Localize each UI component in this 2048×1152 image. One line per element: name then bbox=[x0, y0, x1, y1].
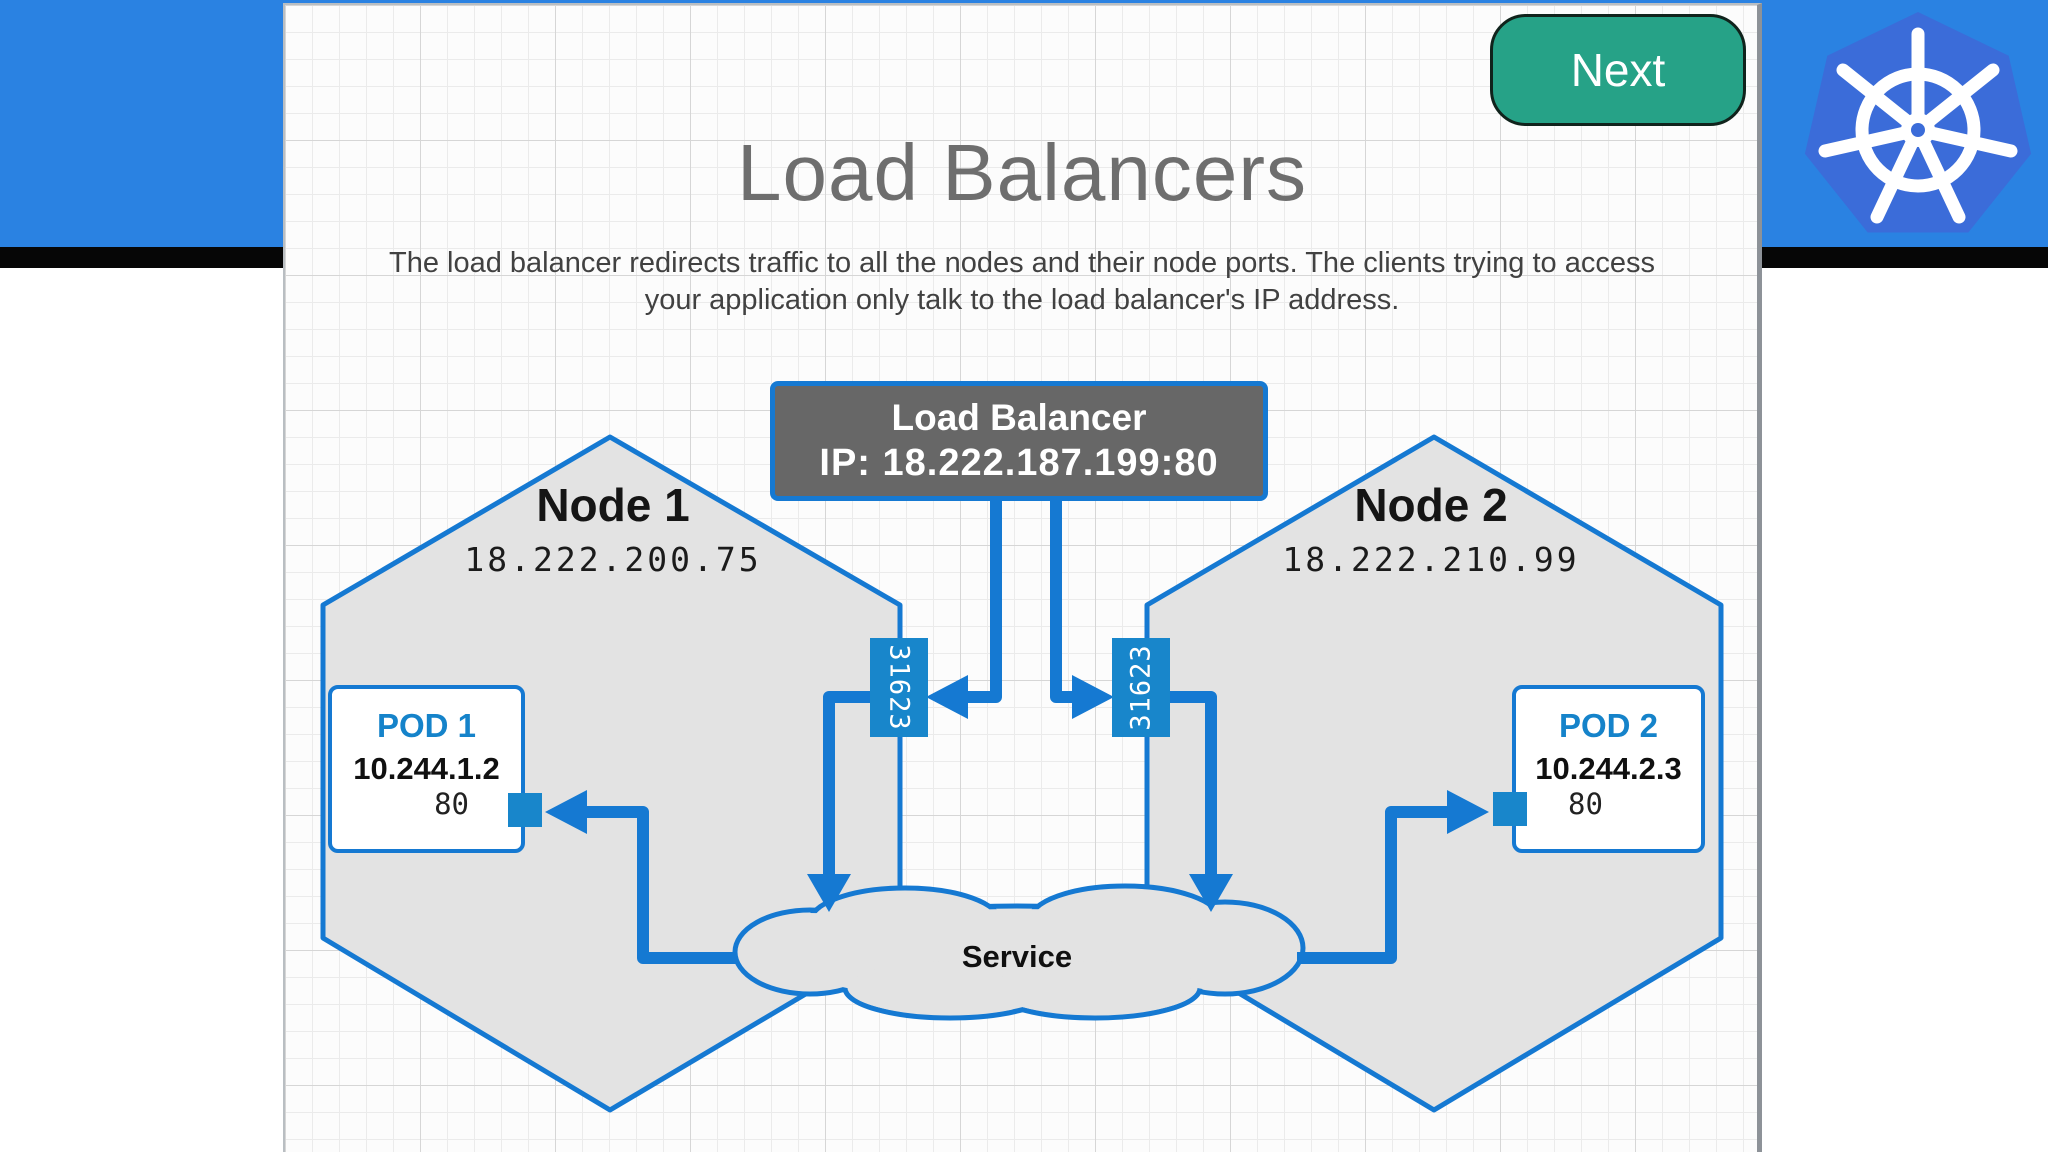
page-title: Load Balancers bbox=[737, 128, 1307, 217]
node2-nodeport-box: 31623 bbox=[1112, 638, 1170, 737]
pod1-port-square bbox=[508, 793, 542, 827]
node1-nodeport-box: 31623 bbox=[870, 638, 928, 737]
node1-label: Node 1 bbox=[536, 479, 690, 531]
subtitle-line-1: The load balancer redirects traffic to a… bbox=[389, 247, 1655, 279]
lb-to-nodeport1-line bbox=[968, 492, 1002, 703]
arrowhead-into-nodeport2 bbox=[1072, 675, 1114, 719]
arrowhead-into-pod2 bbox=[1447, 790, 1489, 834]
nodeport2-to-service-line bbox=[1166, 691, 1217, 880]
arrowhead-into-service-left bbox=[807, 874, 851, 912]
arrowhead-into-service-right bbox=[1189, 874, 1233, 912]
pod2-box: POD 2 10.244.2.3 80 bbox=[1512, 685, 1705, 853]
service-cloud bbox=[732, 883, 1306, 1021]
node2-nodeport-label: 31623 bbox=[1125, 644, 1157, 731]
arrowhead-into-nodeport1 bbox=[926, 675, 968, 719]
node1-nodeport-label: 31623 bbox=[883, 644, 915, 731]
page-subtitle: The load balancer redirects traffic to a… bbox=[312, 245, 1732, 319]
next-button[interactable]: Next bbox=[1490, 14, 1746, 126]
service-to-pod1-line bbox=[587, 806, 737, 964]
pod2-ip: 10.244.2.3 bbox=[1535, 751, 1682, 786]
pod1-label: POD 1 bbox=[376, 707, 477, 744]
service-to-pod2-line bbox=[1297, 806, 1447, 964]
node1-ip: 18.222.200.75 bbox=[464, 540, 762, 579]
node2-label: Node 2 bbox=[1354, 479, 1508, 531]
next-button-label: Next bbox=[1570, 44, 1666, 96]
node2-ip: 18.222.210.99 bbox=[1282, 540, 1580, 579]
arrowhead-into-pod1 bbox=[545, 790, 587, 834]
pod2-port-square bbox=[1493, 792, 1527, 826]
kubernetes-logo-icon bbox=[1804, 12, 2032, 233]
load-balancer-box: Load Balancer IP: 18.222.187.199:80 bbox=[770, 381, 1268, 501]
lb-to-nodeport2-line bbox=[1050, 492, 1072, 703]
pod2-port-label: 80 bbox=[1568, 787, 1603, 821]
subtitle-line-2: your application only talk to the load b… bbox=[644, 284, 1400, 316]
nodeport1-to-service-line bbox=[823, 691, 874, 880]
service-label: Service bbox=[961, 939, 1073, 974]
load-balancer-label: Load Balancer bbox=[891, 397, 1147, 438]
pod1-box: POD 1 10.244.1.2 80 bbox=[328, 685, 525, 853]
pod1-ip: 10.244.1.2 bbox=[353, 751, 500, 786]
pod1-port-label: 80 bbox=[434, 787, 469, 821]
load-balancer-ip: IP: 18.222.187.199:80 bbox=[819, 442, 1219, 484]
pod2-label: POD 2 bbox=[1558, 707, 1659, 744]
